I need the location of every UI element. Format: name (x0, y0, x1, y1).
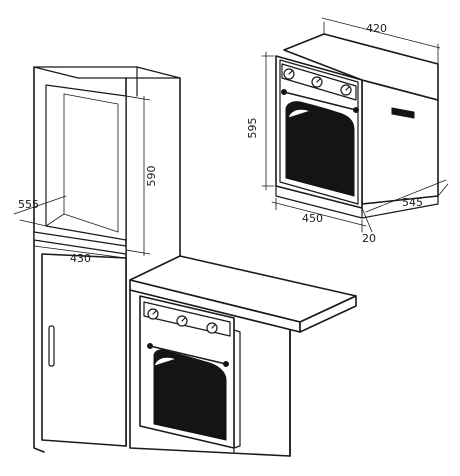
dim-line-body-depth (365, 179, 447, 213)
oven-bottom-side (361, 195, 439, 219)
oven-window (153, 349, 227, 441)
dim-line-niche-depth (13, 195, 67, 215)
knob-mark (345, 86, 350, 91)
handle-end (147, 343, 153, 349)
handle-end (223, 361, 229, 367)
standalone-oven (275, 33, 439, 219)
label-oven-height: 595 (246, 118, 259, 139)
label-oven-width: 450 (302, 212, 323, 225)
dimension-lines (13, 17, 449, 263)
oven-window (285, 101, 355, 197)
built-in-oven (139, 295, 241, 449)
niche-back-wall (63, 93, 119, 233)
lower-door (41, 253, 127, 447)
oven-handle-icon (283, 91, 357, 111)
label-niche-depth: 555 (18, 198, 39, 211)
vent-slot (391, 107, 415, 119)
handle-end (281, 89, 287, 95)
knob-mark (316, 78, 321, 83)
dim-line-door-offset (361, 207, 373, 233)
dim-line-oven-depth (321, 17, 441, 49)
ext-line (125, 95, 151, 101)
knob-mark (211, 324, 216, 329)
knob-mark (152, 310, 157, 315)
ext-line (437, 183, 449, 197)
dim-line-oven-width (271, 201, 367, 227)
dim-line-niche-width (33, 245, 127, 259)
label-niche-height: 590 (145, 166, 158, 187)
cabinet-top (33, 66, 181, 79)
knob-mark (288, 70, 293, 75)
built-in-knobs (147, 308, 218, 334)
niche-floor (63, 213, 119, 233)
cabinet-left-edge (33, 66, 45, 453)
label-body-depth: 545 (402, 196, 423, 209)
knob-mark (181, 317, 186, 322)
standalone-knobs (283, 68, 352, 96)
oven-handle-icon (149, 345, 227, 365)
label-door-offset: 20 (362, 232, 376, 245)
label-oven-depth: 420 (366, 22, 387, 35)
niche-opening (45, 84, 127, 241)
oven-body-side (361, 79, 439, 205)
handle-end (353, 107, 359, 113)
window-arch-detail (153, 356, 177, 367)
door-handle-icon (48, 325, 55, 367)
label-niche-width: 430 (70, 252, 91, 265)
ext-line (19, 219, 47, 227)
countertop-side (299, 295, 357, 333)
base-unit (129, 255, 357, 457)
oven-bottom-lip (275, 185, 363, 219)
dimension-labels: 420 595 450 545 20 590 555 430 (18, 22, 423, 265)
ext-line (125, 249, 151, 255)
oven-body-top (283, 33, 439, 101)
window-arch-detail (287, 108, 311, 119)
oven-built-in-side (233, 329, 241, 449)
